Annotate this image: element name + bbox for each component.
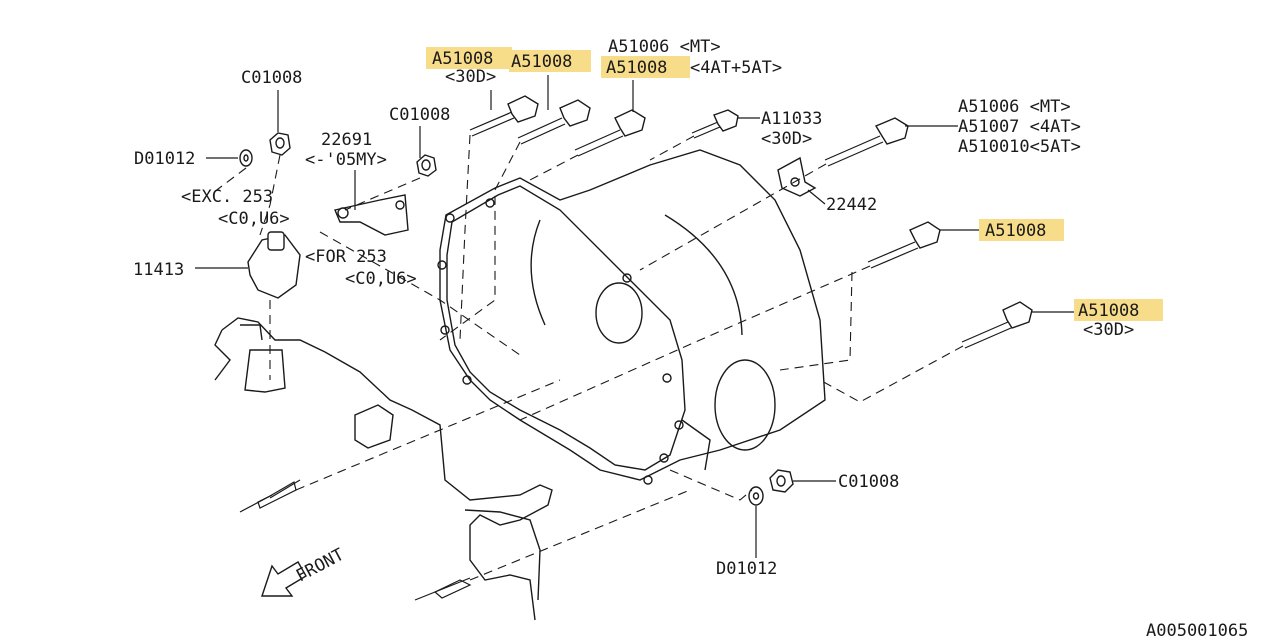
bolt-a51008-4 [867, 221, 941, 269]
label-a510010-5at: A510010<5AT> [958, 137, 1081, 157]
nut-c01008-top-left [269, 132, 291, 156]
label-a51007-4at: A51007 <4AT> [958, 117, 1081, 137]
label-d01012-left: D01012 [134, 149, 195, 169]
label-22691: 22691 [321, 130, 372, 150]
bolt-a51008-1 [469, 95, 539, 137]
bolt-a51006-4at5at [574, 109, 646, 157]
label-diagram-id: A005001065 [1146, 621, 1248, 640]
nut-c01008-right [769, 469, 794, 493]
transmission-housing [437, 149, 826, 485]
label-a51006-mt-b: A51006 <MT> [958, 97, 1071, 117]
highlight-a51008-5 [1074, 299, 1163, 321]
label-a51008-5: A51008 [1078, 301, 1139, 321]
label-front: FRONT [293, 545, 348, 587]
label-c01008-right: C01008 [838, 472, 899, 492]
label-4at-5at: <4AT+5AT> [690, 58, 782, 78]
assembly-lines [209, 134, 964, 581]
bolt-a51008-2 [517, 99, 591, 145]
washer-d01012-bottom [748, 486, 764, 506]
label-a51008-3: A51008 [606, 58, 667, 78]
label-c0-u6-b: <C0,U6> [345, 269, 417, 289]
bolt-a11033 [691, 109, 739, 139]
nut-c01008-mid [416, 154, 437, 177]
label-a11033: A11033 [761, 109, 822, 129]
engine-bracket [214, 317, 553, 621]
front-arrow-icon [261, 561, 307, 597]
label-a51008-4: A51008 [985, 221, 1046, 241]
label-a51008-1: A51008 [432, 49, 493, 69]
leader-lines [195, 75, 1074, 558]
cover-11413 [247, 231, 301, 299]
label-d01012-bottom: D01012 [716, 559, 777, 579]
label-c0-u6-a: <C0,U6> [218, 209, 290, 229]
label-for-253: <FOR 253 [305, 247, 387, 267]
bolt-a51008-5 [961, 301, 1033, 349]
label-22442: 22442 [826, 195, 877, 215]
label-30d-3: <30D> [1083, 320, 1134, 340]
bracket-22442 [777, 156, 817, 197]
label-c01008-top-left: C01008 [241, 68, 302, 88]
label-a51008-2: A51008 [511, 52, 572, 72]
bolt-a51006-a51007-a510010 [824, 117, 909, 167]
label-11413: 11413 [133, 260, 184, 280]
washer-d01012-left [239, 149, 253, 167]
highlight-a51008-3 [601, 56, 690, 78]
label-c01008-mid: C01008 [389, 105, 450, 125]
left-stud [239, 479, 301, 513]
bottom-stud [414, 577, 472, 601]
label-a51006-mt-a: A51006 <MT> [608, 37, 721, 57]
label-30d-1: <30D> [445, 67, 496, 87]
label-30d-2: <30D> [761, 129, 812, 149]
highlight-a51008-2 [509, 50, 591, 72]
bracket-22691 [334, 194, 409, 236]
label-22691-note: <-'05MY> [305, 150, 387, 170]
label-exc-253: <EXC. 253 [181, 187, 273, 207]
highlight-a51008-4 [979, 219, 1064, 241]
highlight-a51008-1 [426, 47, 512, 69]
